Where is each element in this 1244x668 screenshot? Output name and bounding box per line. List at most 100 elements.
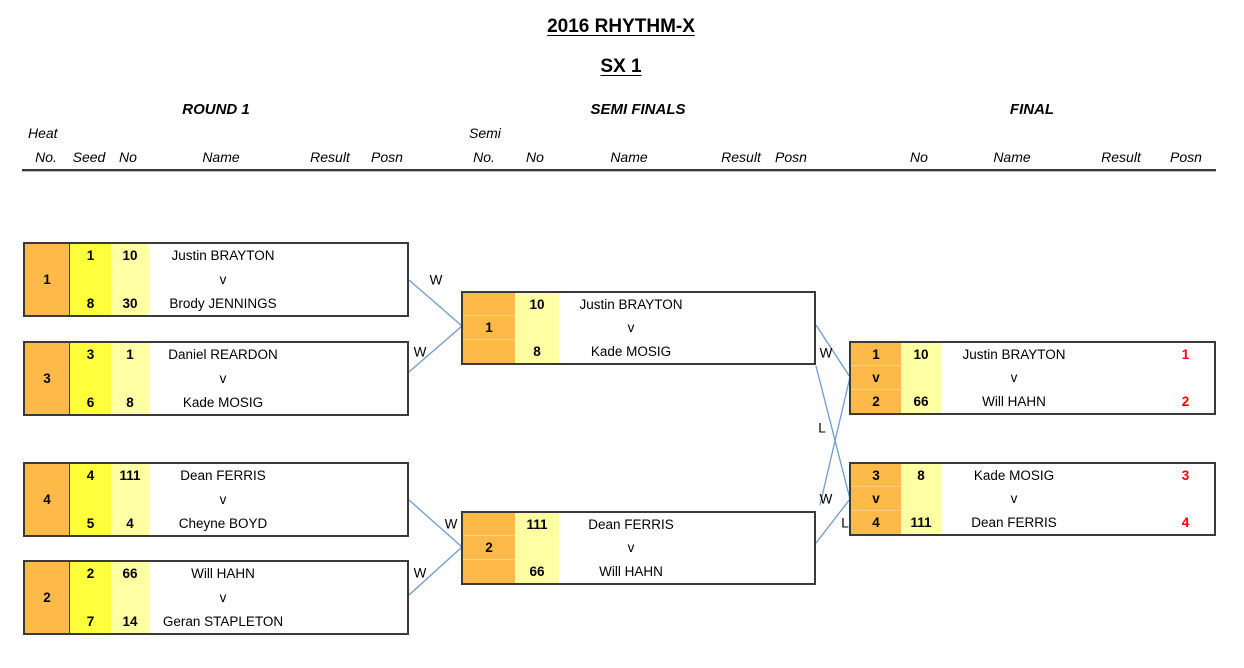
heat-box: 1 1 8 10 30 Justin BRAYTON v Brody JENNI… [23, 242, 409, 317]
rider-name: Dean FERRIS [588, 517, 674, 533]
col-semi-posn: Posn [775, 149, 807, 165]
semi-number: 1 [463, 316, 515, 340]
versus-label: v [219, 271, 227, 287]
final-box: 1 v 2 10 66 Justin BRAYTON v Will HAHN 1… [849, 341, 1216, 415]
col-final-posn: Posn [1170, 149, 1202, 165]
heat-number: 1 [25, 244, 70, 315]
semi-box: 2 111 66 Dean FERRIS v Will HAHN [461, 511, 816, 585]
connector-line [819, 376, 851, 506]
connector-label: W [819, 491, 833, 507]
col-rider-no: No [119, 149, 137, 165]
col-semi-top: Semi [469, 125, 501, 141]
connector-line [815, 365, 851, 500]
rider-name: Kade MOSIG [973, 468, 1055, 484]
final-slot: 2 [851, 389, 901, 413]
connector-line [408, 546, 463, 596]
rider-name: Justin BRAYTON [579, 297, 683, 313]
semi-box: 1 10 8 Justin BRAYTON v Kade MOSIG [461, 291, 816, 365]
heat-box: 2 2 7 66 14 Will HAHN v Geran STAPLETON [23, 560, 409, 635]
rider-name: Brody JENNINGS [169, 295, 277, 311]
rider-name: Justin BRAYTON [171, 248, 275, 264]
connector-line [408, 325, 463, 373]
section-final: FINAL [1009, 101, 1055, 118]
col-name: Name [202, 149, 240, 165]
connector-line [815, 498, 851, 544]
heat-number: 2 [25, 562, 70, 633]
versus-label: v [627, 540, 635, 556]
final-slot: 1 [851, 343, 901, 367]
rider-number: 4 [111, 511, 149, 535]
seed: 8 [70, 291, 111, 315]
finishing-position: 3 [1181, 468, 1190, 484]
rider-name: Kade MOSIG [590, 343, 672, 359]
section-round1: ROUND 1 [182, 101, 250, 118]
col-semi-result: Result [721, 149, 761, 165]
connector-label: W [819, 345, 833, 361]
rider-number: 10 [515, 293, 559, 317]
versus-label: v [627, 320, 635, 336]
connector-line [408, 279, 463, 327]
rider-number: 66 [515, 559, 559, 583]
col-semi-no: No. [473, 149, 495, 165]
col-semi-name: Name [610, 149, 648, 165]
connector-label: W [444, 516, 458, 532]
versus-label: v [1010, 370, 1018, 386]
rider-number: 8 [111, 390, 149, 414]
col-final-result: Result [1101, 149, 1141, 165]
col-result: Result [310, 149, 350, 165]
rider-number: 111 [111, 464, 149, 488]
connector-label: L [841, 515, 849, 531]
rider-name: Daniel REARDON [168, 347, 278, 363]
col-heat-top: Heat [28, 125, 58, 141]
col-seed: Seed [72, 149, 106, 165]
versus-label: v [219, 370, 227, 386]
seed: 5 [70, 511, 111, 535]
versus-label: v [219, 491, 227, 507]
col-final-name: Name [993, 149, 1031, 165]
versus-label: v [219, 589, 227, 605]
connector-line [815, 324, 851, 378]
rider-name: Will HAHN [191, 566, 255, 582]
section-semi-finals: SEMI FINALS [590, 101, 686, 118]
seed: 2 [70, 562, 111, 586]
rider-number: 111 [901, 510, 941, 534]
rider-number: 14 [111, 609, 149, 633]
rider-number: 66 [111, 562, 149, 586]
connector-label: W [413, 565, 427, 581]
col-posn: Posn [371, 149, 403, 165]
finishing-position: 4 [1181, 514, 1190, 530]
rider-name: Geran STAPLETON [162, 613, 284, 629]
seed: 4 [70, 464, 111, 488]
connector-label: L [818, 420, 826, 436]
heat-number: 3 [25, 343, 70, 414]
rider-name: Dean FERRIS [180, 468, 266, 484]
final-box: 3 v 4 8 111 Kade MOSIG v Dean FERRIS 3 4 [849, 462, 1216, 536]
seed: 1 [70, 244, 111, 268]
seed: 7 [70, 609, 111, 633]
seed: 3 [70, 343, 111, 367]
final-slot: 4 [851, 510, 901, 534]
rider-number: 8 [901, 464, 941, 488]
heat-box: 3 3 6 1 8 Daniel REARDON v Kade MOSIG [23, 341, 409, 416]
rider-number: 8 [515, 339, 559, 363]
rider-number: 10 [111, 244, 149, 268]
heat-box: 4 4 5 111 4 Dean FERRIS v Cheyne BOYD [23, 462, 409, 537]
seed: 6 [70, 390, 111, 414]
rider-name: Will HAHN [982, 393, 1046, 409]
rider-number: 30 [111, 291, 149, 315]
event-title: 2016 RHYTHM-X [547, 16, 695, 37]
connector-label: W [413, 344, 427, 360]
col-heat-no: No. [35, 149, 57, 165]
col-final-rider-no: No [910, 149, 928, 165]
connector-line [408, 499, 463, 548]
header-rule [22, 169, 1216, 171]
connector-label: W [429, 272, 443, 288]
finishing-position: 2 [1181, 393, 1190, 409]
versus-label: v [851, 366, 901, 390]
rider-name: Justin BRAYTON [962, 347, 1066, 363]
semi-number: 2 [463, 536, 515, 560]
rider-name: Kade MOSIG [182, 394, 264, 410]
versus-label: v [851, 487, 901, 511]
rider-number: 10 [901, 343, 941, 367]
